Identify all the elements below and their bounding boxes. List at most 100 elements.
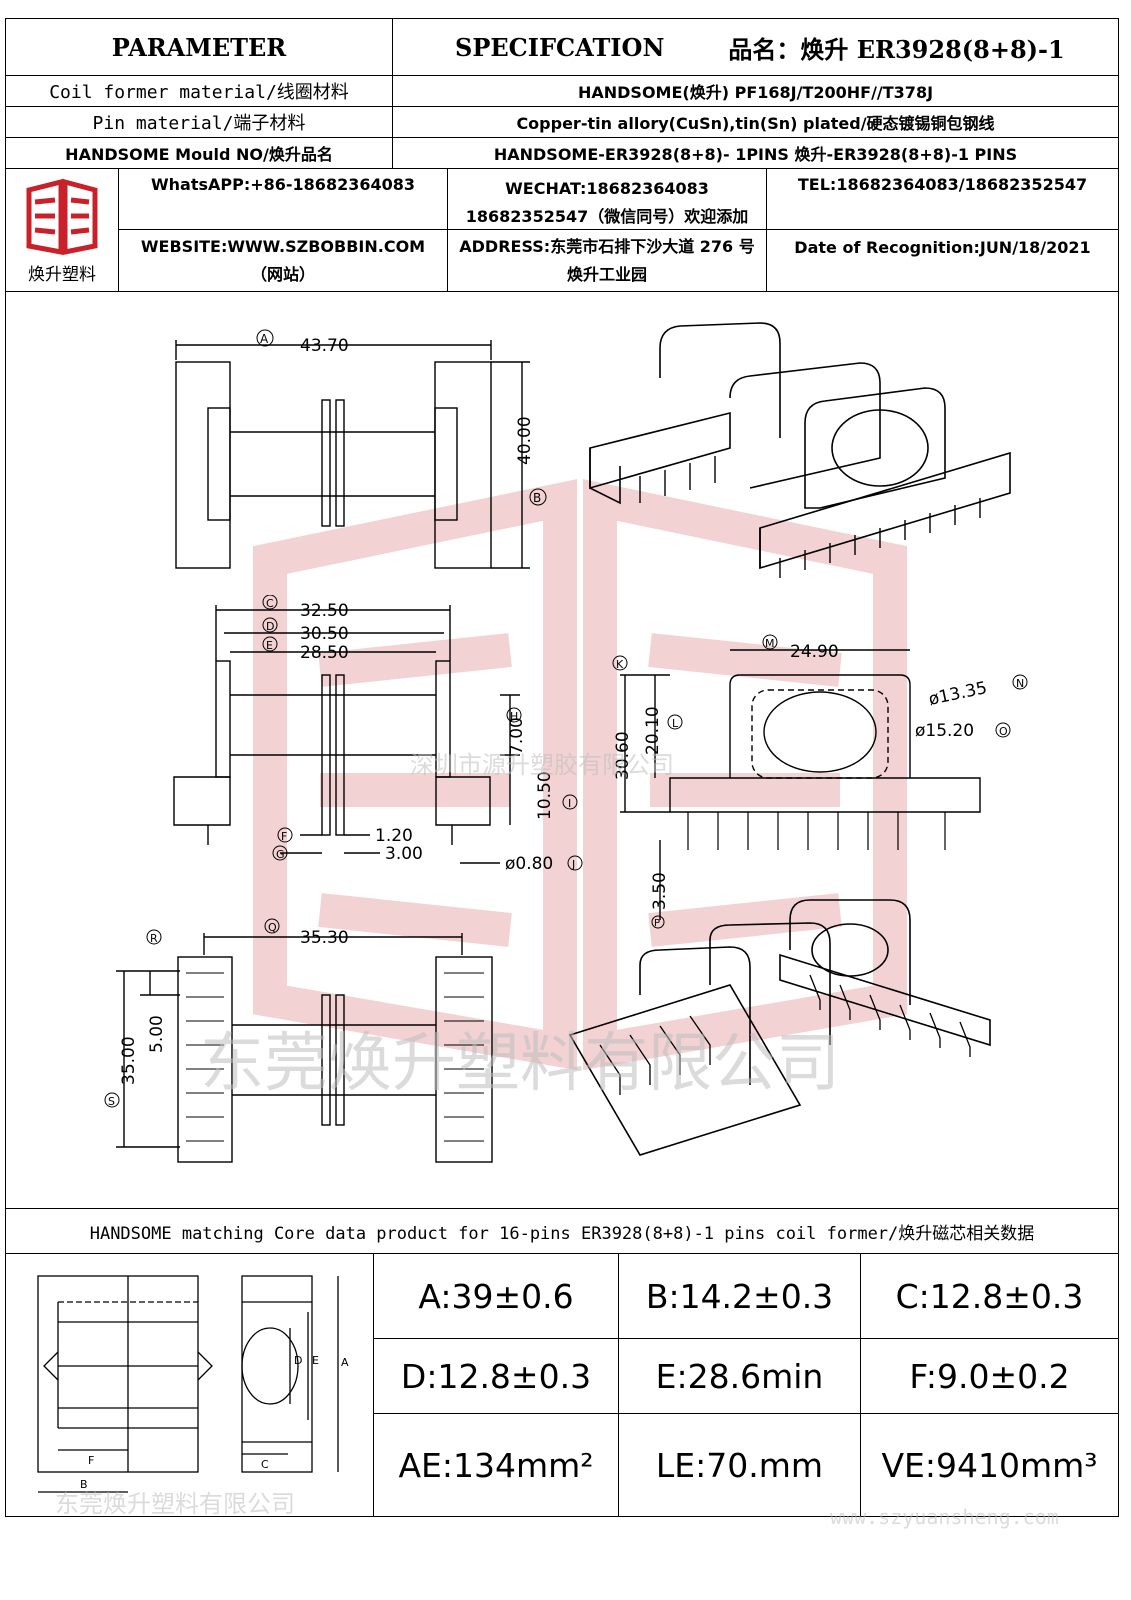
date-text: Date of Recognition:JUN/18/2021 — [794, 238, 1091, 257]
param-value-mould: HANDSOME-ER3928(8+8)- 1PINS 焕升-ER3928(8+… — [392, 137, 1119, 169]
core-data-title: HANDSOME matching Core data product for … — [5, 1208, 1119, 1254]
tel-text: TEL:18682364083/18682352547 — [797, 175, 1088, 194]
svg-text:H: H — [510, 710, 518, 723]
company-logo — [26, 178, 98, 255]
dim-f-value: 1.20 — [375, 826, 413, 846]
letter-h-marker: H — [506, 707, 522, 723]
letter-s-marker: S — [104, 1092, 120, 1108]
watermark-logo — [253, 479, 907, 1071]
whatsapp: WhatsAPP:+86-18682364083 — [118, 168, 448, 230]
top-view-drawing: 43.70 40.00 A B — [175, 329, 547, 569]
address-text: ADDRESS:东莞市石排下沙大道 276 号焕升工业园 — [459, 236, 755, 284]
svg-text:Q: Q — [268, 921, 277, 934]
core-value-f: F:9.0±0.2 — [860, 1338, 1119, 1414]
letter-c-marker: C — [262, 595, 278, 610]
dim-d-value: 30.50 — [300, 624, 349, 644]
wechat: WECHAT:18682364083 18682352547（微信同号）欢迎添加 — [447, 168, 767, 230]
core-value-le: LE:70.mm — [618, 1413, 861, 1517]
core-letter-c: C — [261, 1458, 269, 1471]
dim-a-value: 43.70 — [300, 336, 349, 356]
svg-text:O: O — [999, 725, 1008, 738]
specification-header: SPECIFCATION 品名：焕升 ER3928(8+8)-1 — [392, 18, 1119, 76]
dim-j-value: ø0.80 — [505, 854, 553, 874]
dim-e-value: 28.50 — [300, 643, 349, 663]
watermark-text-2: 东莞焕升塑料有限公司 — [200, 1027, 840, 1101]
dim-n-value: ø13.35 — [927, 678, 989, 710]
bottom-view-drawing: 35.30 5.00 35.00 Q R S — [104, 918, 493, 1163]
side-view-drawing: 24.90 ø13.35 ø15.20 30.60 20.10 3.50 M N… — [612, 634, 1028, 929]
letter-o-marker: O — [995, 722, 1011, 738]
website: WEBSITE:WWW.SZBOBBIN.COM（网站） — [118, 229, 448, 292]
letter-e-marker: E — [262, 636, 278, 652]
dim-r-value: 5.00 — [147, 1015, 167, 1053]
svg-text:D: D — [266, 620, 274, 633]
core-letter-a: A — [341, 1356, 349, 1369]
svg-text:B: B — [533, 491, 541, 505]
core-value-d: D:12.8±0.3 — [373, 1338, 619, 1414]
param-label-coil: Coil former material/线圈材料 — [5, 75, 393, 107]
core-value-ae: AE:134mm² — [373, 1413, 619, 1517]
website-text: WEBSITE:WWW.SZBOBBIN.COM（网站） — [140, 236, 426, 284]
core-data-title-text: HANDSOME matching Core data product for … — [89, 1223, 1035, 1244]
parameter-header: PARAMETER — [5, 18, 393, 76]
tel: TEL:18682364083/18682352547 — [766, 168, 1119, 230]
letter-l-marker: L — [667, 714, 683, 730]
core-letter-f: F — [88, 1454, 94, 1467]
isometric-view-top — [589, 322, 1011, 578]
dim-b-value: 40.00 — [515, 416, 535, 465]
letter-n-marker: N — [1012, 674, 1028, 690]
dim-o-value: ø15.20 — [915, 721, 974, 741]
wechat-note: 18682352547（微信同号）欢迎添加 — [465, 207, 749, 226]
svg-text:S: S — [108, 1095, 115, 1108]
core-letter-b: B — [80, 1478, 88, 1491]
param-value-coil: HANDSOME(焕升) PF168J/T200HF//T378J — [392, 75, 1119, 107]
core-value-ve: VE:9410mm³ — [860, 1413, 1119, 1517]
core-value-b: B:14.2±0.3 — [618, 1253, 861, 1339]
core-value-c: C:12.8±0.3 — [860, 1253, 1119, 1339]
dim-h-value: 7.00 — [507, 717, 527, 755]
core-watermark: 东莞焕升塑料有限公司 — [55, 1490, 295, 1518]
front-view-drawing: 32.50 30.50 28.50 1.20 3.00 7.00 10.50 ø… — [173, 595, 583, 874]
dim-m-value: 24.90 — [790, 642, 839, 662]
dim-g-value: 3.00 — [385, 844, 423, 864]
svg-text:C: C — [266, 597, 274, 610]
specification-title: SPECIFCATION — [455, 32, 665, 62]
param-value-pin: Copper-tin allory(CuSn),tin(Sn) plated/硬… — [392, 106, 1119, 138]
core-letter-d: D — [294, 1354, 302, 1367]
letter-r-marker: R — [146, 929, 162, 945]
dim-k-value: 30.60 — [613, 731, 633, 780]
param-label-mould: HANDSOME Mould NO/焕升品名 — [5, 137, 393, 169]
svg-text:G: G — [276, 848, 285, 861]
letter-b-marker: B — [529, 488, 547, 506]
whatsapp-text: WhatsAPP:+86-18682364083 — [150, 175, 415, 194]
svg-text:P: P — [654, 918, 660, 929]
wechat-text: WECHAT:18682364083 — [505, 179, 709, 198]
letter-j-marker: J — [567, 855, 583, 871]
dim-s-value: 35.00 — [119, 1036, 139, 1085]
dim-q-value: 35.30 — [300, 928, 349, 948]
svg-text:K: K — [616, 658, 624, 671]
letter-m-marker: M — [762, 634, 778, 650]
core-sketch: A B C D E F — [37, 1275, 349, 1493]
svg-text:J: J — [571, 858, 575, 871]
svg-text:R: R — [150, 932, 158, 945]
recognition-date: Date of Recognition:JUN/18/2021 — [766, 229, 1119, 292]
product-name: 品名：焕升 ER3928(8+8)-1 — [728, 34, 1065, 64]
site-url-watermark: www.szyuansheng.com — [830, 1505, 1059, 1529]
dim-c-value: 32.50 — [300, 601, 349, 621]
logo-text: 焕升塑料 — [28, 264, 96, 285]
svg-text:F: F — [281, 830, 287, 843]
dim-l-value: 20.10 — [643, 706, 663, 755]
svg-text:M: M — [765, 637, 775, 650]
svg-text:L: L — [672, 717, 679, 730]
svg-text:N: N — [1016, 677, 1024, 690]
watermark-text-1: 深圳市源升塑胶有限公司 — [410, 751, 674, 779]
logo-cell: 焕升塑料 — [5, 168, 119, 292]
letter-a-marker: A — [256, 329, 274, 347]
letter-i-marker: I — [562, 794, 578, 810]
letter-p-marker: P — [651, 915, 665, 929]
letter-f-marker: F — [277, 827, 293, 843]
letter-k-marker: K — [612, 655, 628, 671]
svg-text:E: E — [266, 639, 273, 652]
svg-text:A: A — [260, 332, 269, 346]
